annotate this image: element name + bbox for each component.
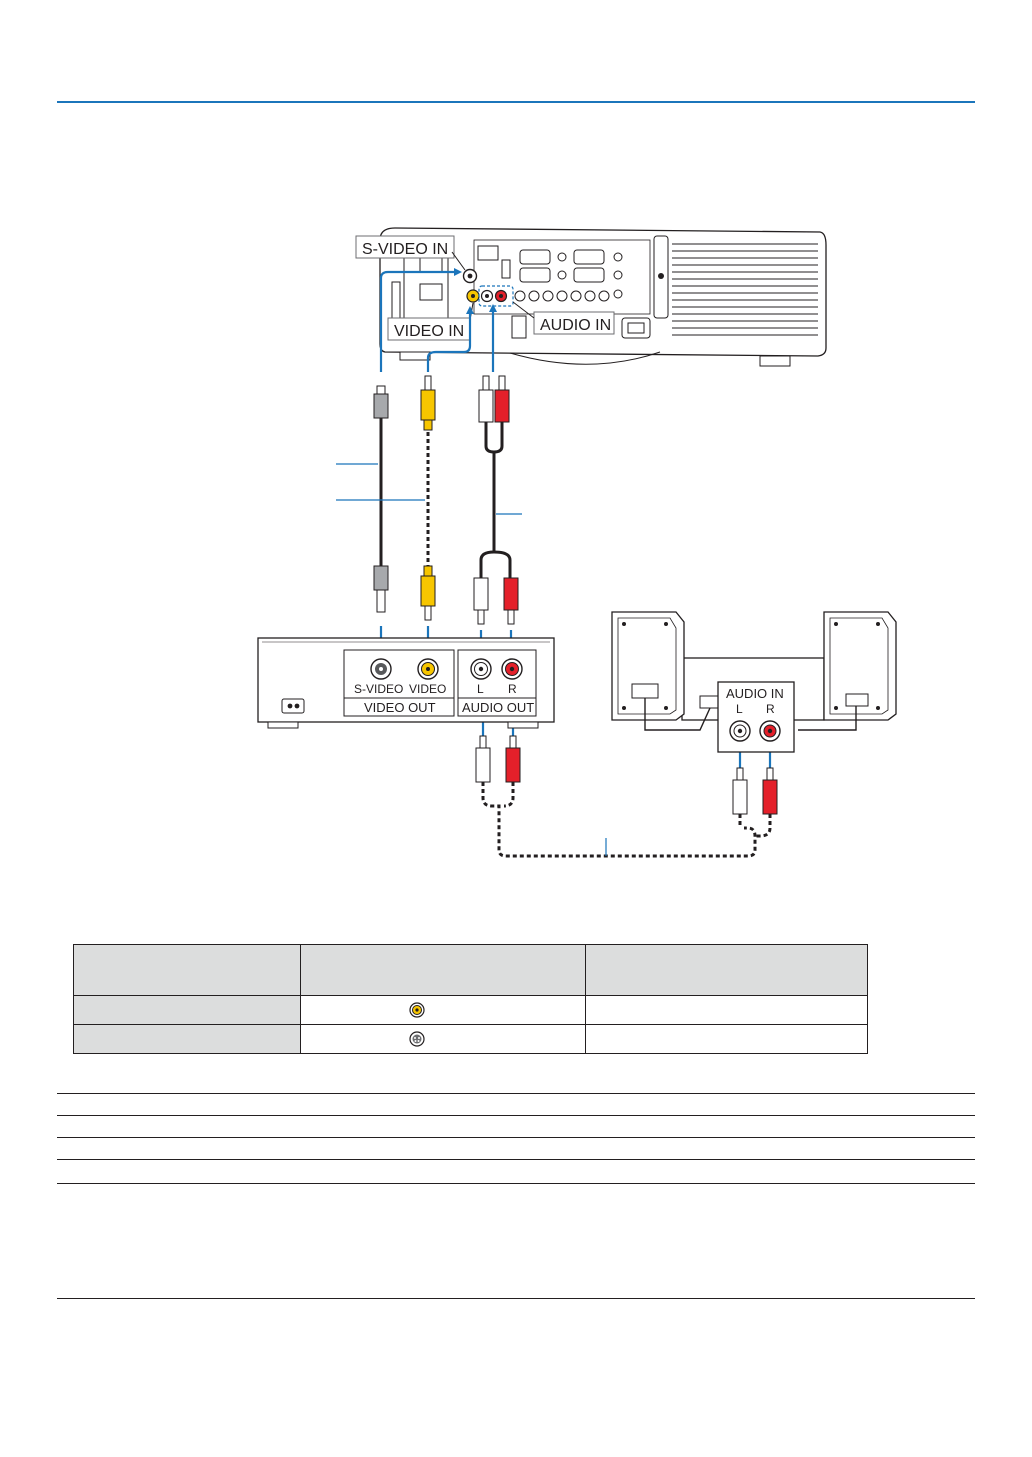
note-rule <box>57 1093 975 1094</box>
speaker-audio-in-label: AUDIO IN <box>726 686 784 701</box>
table-cell <box>300 995 586 1025</box>
table-header-cell <box>73 944 301 996</box>
projector-audio-r-jack <box>494 289 508 303</box>
table-row <box>73 995 868 1025</box>
vcr-video-out-label: VIDEO OUT <box>364 700 436 715</box>
table-row <box>73 1024 868 1054</box>
s-video-jack-icon <box>409 1031 425 1047</box>
table-header-row <box>73 944 868 996</box>
note-rule <box>57 1183 975 1184</box>
note-rule <box>57 1137 975 1138</box>
connection-table <box>73 944 868 1054</box>
projector-rear-panel <box>379 227 827 367</box>
vcr-r-label: R <box>508 682 517 696</box>
svideo-in-callout: S-VIDEO IN <box>355 235 466 271</box>
audio-in-callout: AUDIO IN <box>512 301 615 335</box>
projector-video-jack <box>466 289 480 303</box>
table-cell <box>300 1024 586 1054</box>
connection-diagram: S-VIDEO IN VIDEO IN AUDIO IN <box>257 227 897 858</box>
table-cell <box>585 1024 868 1054</box>
table-header-cell <box>300 944 586 996</box>
speaker-audio-l-jack <box>729 720 751 742</box>
table-cell <box>585 995 868 1025</box>
projector-audio-l-jack <box>480 289 494 303</box>
table-row-head <box>73 995 301 1025</box>
video-deck <box>257 637 555 729</box>
svg-text:AUDIO IN: AUDIO IN <box>540 317 611 334</box>
video-jack-icon <box>409 1002 425 1018</box>
vcr-audio-r-jack <box>501 658 523 680</box>
table-row-head <box>73 1024 301 1054</box>
vcr-audio-l-jack <box>470 658 492 680</box>
audio-cable-to-speakers <box>475 735 778 858</box>
vcr-video-jack <box>417 658 439 680</box>
note-rule <box>57 1298 975 1299</box>
vcr-s-video-jack <box>370 658 392 680</box>
s-video-cable <box>373 385 389 613</box>
projector-s-video-jack <box>462 268 478 284</box>
svg-text:S-VIDEO IN: S-VIDEO IN <box>362 241 448 258</box>
speaker-system <box>611 611 897 753</box>
audio-cable <box>473 375 519 625</box>
speaker-l-label: L <box>736 702 743 716</box>
video-cable <box>420 375 436 621</box>
note-rule <box>57 1115 975 1116</box>
svg-text:VIDEO IN: VIDEO IN <box>394 323 464 340</box>
speaker-r-label: R <box>766 702 775 716</box>
table-header-cell <box>585 944 868 996</box>
vcr-audio-out-label: AUDIO OUT <box>462 700 534 715</box>
vcr-s-video-label: S-VIDEO <box>354 682 403 696</box>
header-rule <box>57 101 975 103</box>
vcr-video-label: VIDEO <box>409 682 446 696</box>
speaker-audio-r-jack <box>759 720 781 742</box>
vcr-l-label: L <box>477 682 484 696</box>
note-rule <box>57 1159 975 1160</box>
